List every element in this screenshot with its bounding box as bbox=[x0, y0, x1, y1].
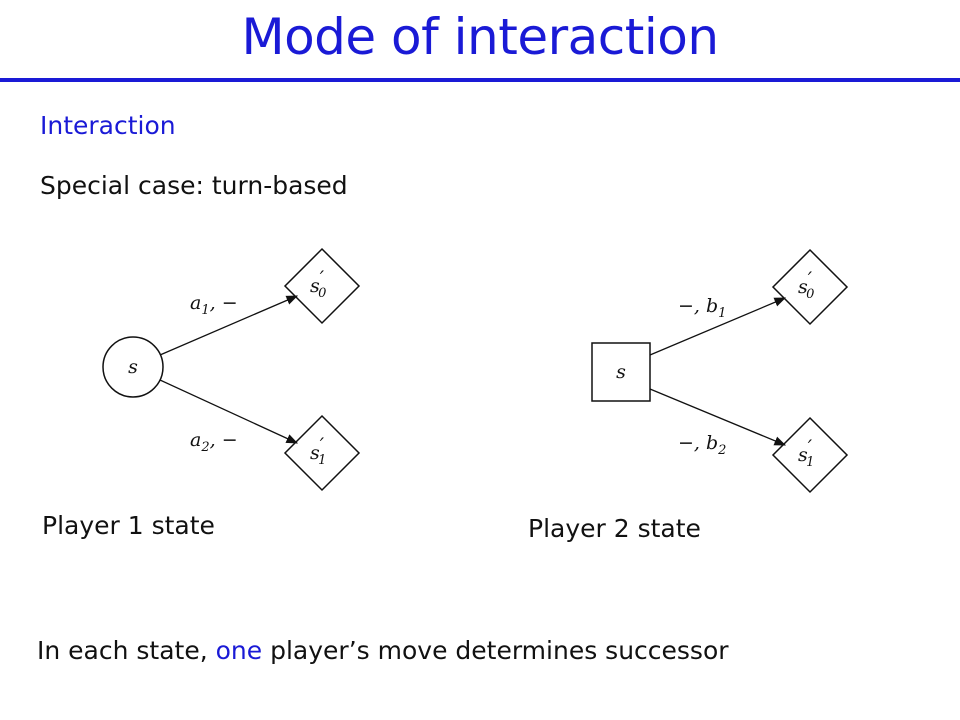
player1-succ0-diamond bbox=[283, 247, 361, 325]
player1-source-circle bbox=[102, 336, 164, 398]
title-underline bbox=[0, 78, 960, 82]
player2-succ0-label: s′0 bbox=[798, 268, 814, 302]
player1-edge-bottom-label: a2, − bbox=[190, 429, 238, 455]
player2-edge-top-label: −, b1 bbox=[678, 295, 726, 321]
player2-caption: Player 2 state bbox=[528, 514, 701, 543]
player1-caption: Player 1 state bbox=[42, 511, 215, 540]
player1-edge-bottom bbox=[159, 379, 299, 444]
player2-source-square bbox=[591, 342, 651, 402]
bottom-statement-before: In each state, bbox=[37, 636, 216, 665]
player1-source-label: s bbox=[128, 356, 138, 378]
player1-edge-top bbox=[159, 295, 299, 356]
player2-succ0-diamond bbox=[771, 248, 849, 326]
player2-diagram: s s′0 s′1 −, b1 −, b2 bbox=[591, 248, 849, 494]
heading-interaction: Interaction bbox=[40, 111, 176, 140]
subheading-turn-based: Special case: turn-based bbox=[40, 171, 348, 200]
player2-edge-bottom bbox=[649, 388, 787, 446]
bottom-statement-highlight: one bbox=[215, 636, 263, 665]
slide-title: Mode of interaction bbox=[241, 8, 719, 66]
player2-edge-top bbox=[649, 297, 787, 356]
player2-edge-bottom-label: −, b2 bbox=[678, 432, 726, 458]
player1-succ1-label: s′1 bbox=[310, 434, 326, 468]
player1-diagram: s s′0 s′1 a1, − a2, − bbox=[102, 247, 361, 492]
player1-succ0-label: s′0 bbox=[310, 267, 326, 301]
player2-source-label: s bbox=[616, 361, 626, 383]
bottom-statement-after: player’s move determines successor bbox=[262, 636, 729, 665]
player2-succ1-label: s′1 bbox=[798, 436, 814, 470]
player1-edge-top-label: a1, − bbox=[190, 292, 238, 318]
bottom-statement: In each state, one player’s move determi… bbox=[37, 636, 729, 665]
